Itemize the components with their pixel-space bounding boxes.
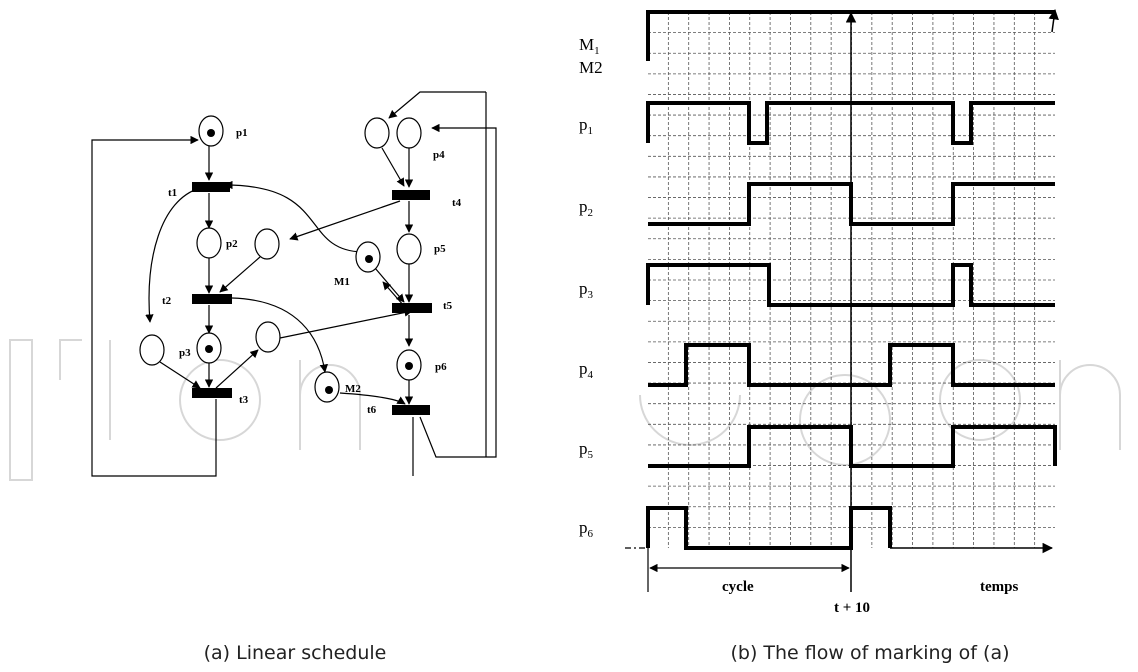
place-p2 xyxy=(196,227,222,259)
timing-row-labels: M1 M2 p1 p2 p3 p4 p5 p6 xyxy=(579,35,603,540)
transition-t5 xyxy=(392,303,432,313)
label-p2-row: p2 xyxy=(579,197,593,219)
label-t10: t + 10 xyxy=(834,600,870,616)
label-m2-row: M2 xyxy=(579,58,603,77)
label-m1-row: M1 xyxy=(579,35,600,57)
waveform-p3 xyxy=(646,263,1055,307)
label-t6: t6 xyxy=(367,404,377,416)
label-p6-row: p6 xyxy=(579,518,594,540)
label-p6: p6 xyxy=(435,361,447,373)
petri-arcs xyxy=(91,91,497,477)
transition-t3 xyxy=(192,388,232,398)
transition-t6 xyxy=(392,405,430,415)
label-p5-row: p5 xyxy=(579,439,594,461)
petri-labels: p1 p2 p3 p4 p5 p6 M1 M2 t1 t2 t3 t4 t5 t… xyxy=(162,127,462,416)
label-t5: t5 xyxy=(443,300,453,312)
label-p4: p4 xyxy=(433,149,445,161)
label-m2: M2 xyxy=(345,383,361,395)
label-p5: p5 xyxy=(434,243,446,255)
place-p5 xyxy=(396,233,422,265)
label-temps: temps xyxy=(980,579,1018,595)
label-p4-row: p4 xyxy=(579,359,594,381)
label-p3-row: p3 xyxy=(579,279,594,301)
place-p2-input xyxy=(254,228,280,260)
place-p4-left xyxy=(364,117,390,149)
label-t1: t1 xyxy=(168,187,177,199)
petri-net-diagram: p1 p2 p3 p4 p5 p6 M1 M2 t1 t2 t3 t4 t5 t… xyxy=(91,91,497,664)
label-t4: t4 xyxy=(452,197,462,209)
waveform-p1 xyxy=(646,101,1055,145)
label-p2: p2 xyxy=(226,238,238,250)
label-p3: p3 xyxy=(179,347,191,359)
label-m1: M1 xyxy=(334,276,350,288)
place-p3-left xyxy=(139,334,165,366)
transition-t1 xyxy=(192,182,230,192)
label-t2: t2 xyxy=(162,295,172,307)
watermark xyxy=(9,339,1121,481)
transition-t4 xyxy=(392,190,430,200)
petri-places xyxy=(139,115,422,403)
label-p1-row: p1 xyxy=(579,115,593,137)
label-p1: p1 xyxy=(236,127,248,139)
waveform-p4 xyxy=(648,343,1055,387)
place-p3-right xyxy=(255,321,281,353)
petri-transitions xyxy=(192,182,432,415)
waveform-m1 xyxy=(646,10,1055,61)
transition-t2 xyxy=(192,294,232,304)
caption-a: (a) Linear schedule xyxy=(204,642,387,664)
caption-b: (b) The flow of marking of (a) xyxy=(730,642,1009,664)
place-p4 xyxy=(396,117,422,149)
label-t3: t3 xyxy=(239,394,249,406)
label-cycle: cycle xyxy=(722,579,754,595)
timing-diagram: M1 M2 p1 p2 p3 p4 p5 p6 cycle t + 10 tem… xyxy=(579,8,1059,664)
waveform-p6 xyxy=(646,506,892,550)
